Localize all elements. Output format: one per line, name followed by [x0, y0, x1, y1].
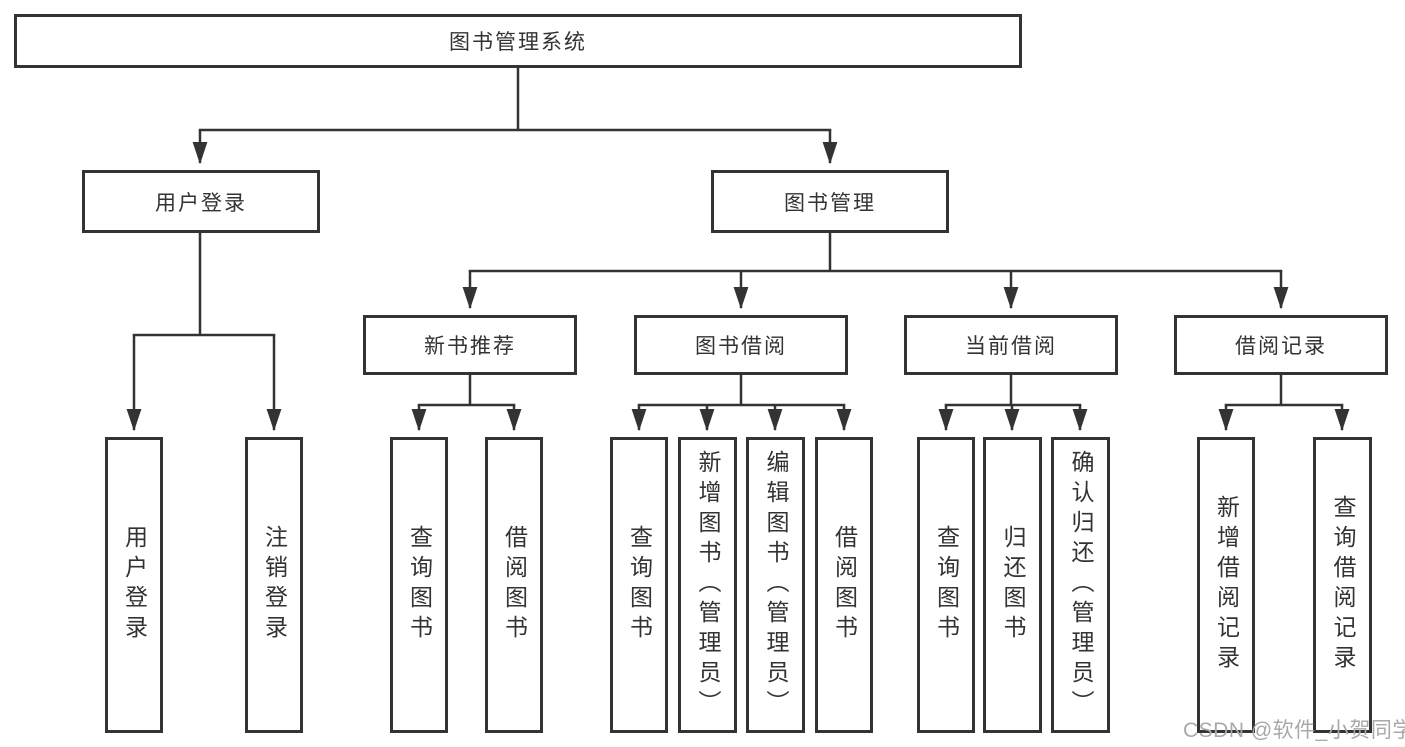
node-user-login: 用户登录 — [82, 170, 320, 233]
leaf-logout-label: 注销登录 — [261, 525, 288, 645]
leaf-newbook-borrow-books-label: 借阅图书 — [501, 525, 528, 645]
leaf-borrow-books: 借阅图书 — [815, 437, 873, 733]
node-book-borrowing: 图书借阅 — [634, 315, 848, 375]
leaf-query-borrow-record-label: 查询借阅记录 — [1330, 495, 1356, 675]
node-current-borrowing-label: 当前借阅 — [965, 335, 1057, 358]
leaf-current-query-books-label: 查询图书 — [933, 525, 960, 645]
node-user-login-label: 用户登录 — [155, 191, 247, 215]
leaf-borrowing-query-books: 查询图书 — [610, 437, 668, 733]
leaf-borrow-books-label: 借阅图书 — [831, 525, 858, 645]
leaf-edit-books-admin-label: 编辑图书（管理员） — [763, 450, 789, 720]
leaf-newbook-query-books-label: 查询图书 — [406, 525, 433, 645]
node-root-label: 图书管理系统 — [449, 31, 587, 54]
leaf-confirm-return-admin: 确认归还（管理员） — [1051, 437, 1110, 733]
leaf-user-login-label: 用户登录 — [121, 525, 148, 645]
node-book-borrowing-label: 图书借阅 — [695, 335, 787, 358]
leaf-logout: 注销登录 — [245, 437, 303, 733]
leaf-add-borrow-record: 新增借阅记录 — [1197, 437, 1255, 733]
csdn-watermark: CSDN @软件_小贺同学 — [1183, 719, 1405, 742]
leaf-add-books-admin-label: 新增图书（管理员） — [695, 450, 721, 720]
leaf-return-books: 归还图书 — [983, 437, 1042, 733]
leaf-newbook-borrow-books: 借阅图书 — [485, 437, 543, 733]
leaf-newbook-query-books: 查询图书 — [390, 437, 448, 733]
node-new-book-recommend: 新书推荐 — [363, 315, 577, 375]
node-current-borrowing: 当前借阅 — [904, 315, 1118, 375]
leaf-add-borrow-record-label: 新增借阅记录 — [1213, 495, 1240, 675]
leaf-add-books-admin: 新增图书（管理员） — [678, 437, 737, 733]
node-borrowing-records-label: 借阅记录 — [1235, 335, 1327, 358]
node-borrowing-records: 借阅记录 — [1174, 315, 1388, 375]
leaf-borrowing-query-books-label: 查询图书 — [626, 525, 653, 645]
leaf-confirm-return-admin-label: 确认归还（管理员） — [1068, 450, 1094, 720]
node-new-book-recommend-label: 新书推荐 — [424, 335, 516, 358]
node-root: 图书管理系统 — [14, 14, 1022, 68]
leaf-user-login: 用户登录 — [105, 437, 163, 733]
leaf-current-query-books: 查询图书 — [917, 437, 975, 733]
node-book-management-label: 图书管理 — [784, 191, 876, 215]
leaf-query-borrow-record: 查询借阅记录 — [1313, 437, 1372, 733]
node-book-management: 图书管理 — [711, 170, 949, 233]
leaf-edit-books-admin: 编辑图书（管理员） — [746, 437, 805, 733]
leaf-return-books-label: 归还图书 — [1000, 525, 1026, 645]
